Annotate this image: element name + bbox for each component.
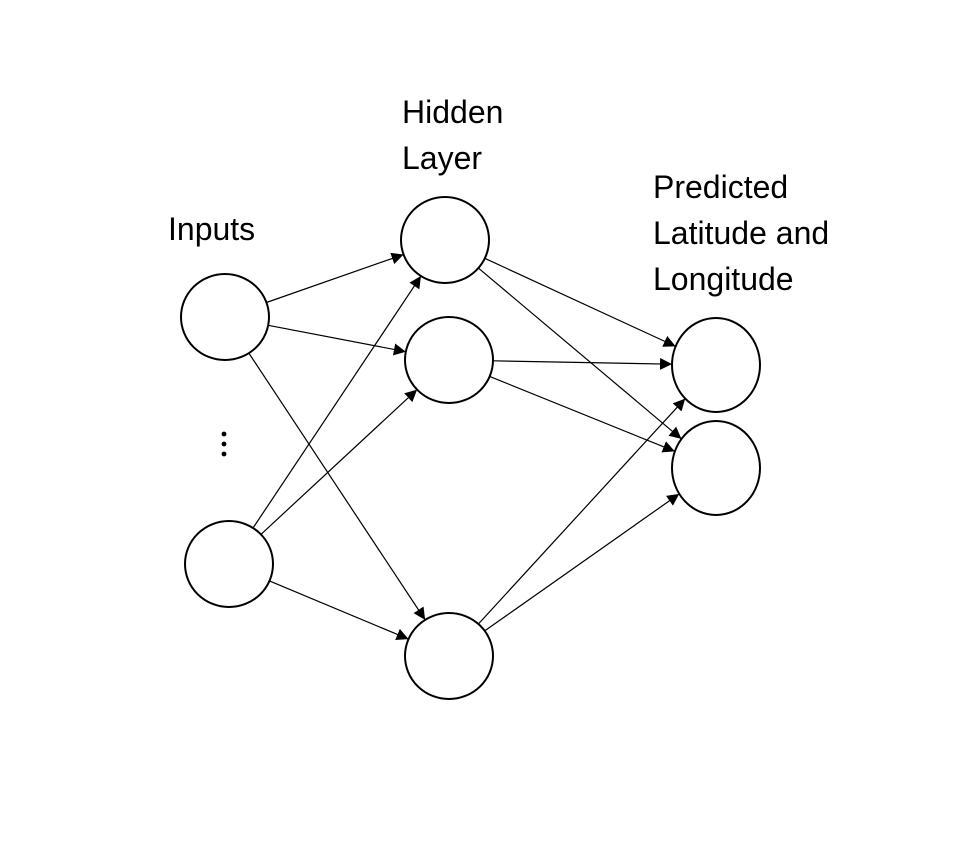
output-2-node bbox=[671, 420, 761, 516]
edge-input-1-to-hidden-1 bbox=[266, 252, 404, 304]
edge-hidden-1-to-output-2 bbox=[477, 267, 682, 440]
edge-hidden-3-to-output-1 bbox=[477, 398, 686, 625]
edge-hidden-2-to-output-1 bbox=[492, 357, 673, 370]
edge-input-1-to-hidden-2 bbox=[268, 324, 406, 356]
edge-input-2-to-hidden-2 bbox=[260, 389, 418, 535]
output-label-line3: Longitude bbox=[653, 261, 794, 297]
hidden-1-node bbox=[400, 196, 490, 284]
edge-hidden-3-to-output-2 bbox=[484, 493, 680, 632]
edge-input-1-to-hidden-3 bbox=[248, 352, 426, 621]
hidden-layer-label-line1: Hidden bbox=[402, 94, 504, 130]
output-label-line2: Latitude and bbox=[653, 215, 830, 251]
edge-input-2-to-hidden-1 bbox=[252, 275, 422, 529]
edge-input-2-to-hidden-3 bbox=[269, 580, 409, 640]
edge-hidden-1-to-output-1 bbox=[484, 257, 676, 347]
inputs-label: Inputs bbox=[168, 211, 256, 247]
ellipsis-dots bbox=[221, 431, 227, 457]
hidden-3-node bbox=[404, 612, 494, 700]
hidden-2-node bbox=[404, 316, 494, 404]
edge-hidden-2-to-output-2 bbox=[489, 375, 676, 453]
input-2-node bbox=[184, 520, 274, 608]
hidden-layer-label-line2: Layer bbox=[402, 140, 483, 176]
output-1-node bbox=[671, 317, 761, 413]
input-1-node bbox=[180, 273, 270, 361]
output-label-line1: Predicted bbox=[653, 169, 789, 205]
